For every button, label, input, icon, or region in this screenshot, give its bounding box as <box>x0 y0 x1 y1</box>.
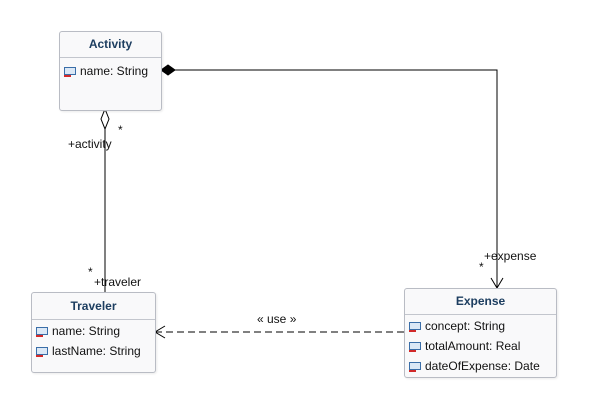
attribute-expense-totalamount[interactable]: totalAmount: Real <box>409 336 556 356</box>
composition-line-activity-expense[interactable] <box>175 69 498 288</box>
dependency-stereotype: « use » <box>257 312 297 326</box>
attribute-icon <box>409 362 421 372</box>
role-expense: +expense <box>484 249 537 263</box>
class-expense[interactable]: Expense concept: String totalAmount: Rea… <box>404 288 557 378</box>
composition-diamond-icon <box>160 64 176 76</box>
attribute-traveler-name[interactable]: name: String <box>36 321 155 341</box>
multiplicity-traveler-end: * <box>88 265 93 279</box>
role-traveler: +traveler <box>94 275 142 289</box>
attribute-icon <box>36 327 48 337</box>
class-traveler-title: Traveler <box>32 293 155 320</box>
multiplicity-activity-end: * <box>118 123 123 137</box>
multiplicity-expense-end: * <box>479 260 484 274</box>
attribute-icon <box>409 322 421 332</box>
aggregation-diamond-icon <box>100 107 110 131</box>
attribute-traveler-lastname[interactable]: lastName: String <box>36 341 155 361</box>
attribute-icon <box>64 67 76 77</box>
class-traveler[interactable]: Traveler name: String lastName: String <box>31 292 156 373</box>
attribute-icon <box>36 347 48 357</box>
class-activity[interactable]: Activity name: String <box>59 31 162 111</box>
class-expense-title: Expense <box>405 289 556 315</box>
attribute-expense-concept[interactable]: concept: String <box>409 316 556 336</box>
attribute-activity-name[interactable]: name: String <box>64 61 161 81</box>
attribute-expense-dateofexpense[interactable]: dateOfExpense: Date <box>409 356 556 376</box>
role-activity: +activity <box>68 137 112 151</box>
class-activity-title: Activity <box>60 32 161 58</box>
attribute-icon <box>409 342 421 352</box>
